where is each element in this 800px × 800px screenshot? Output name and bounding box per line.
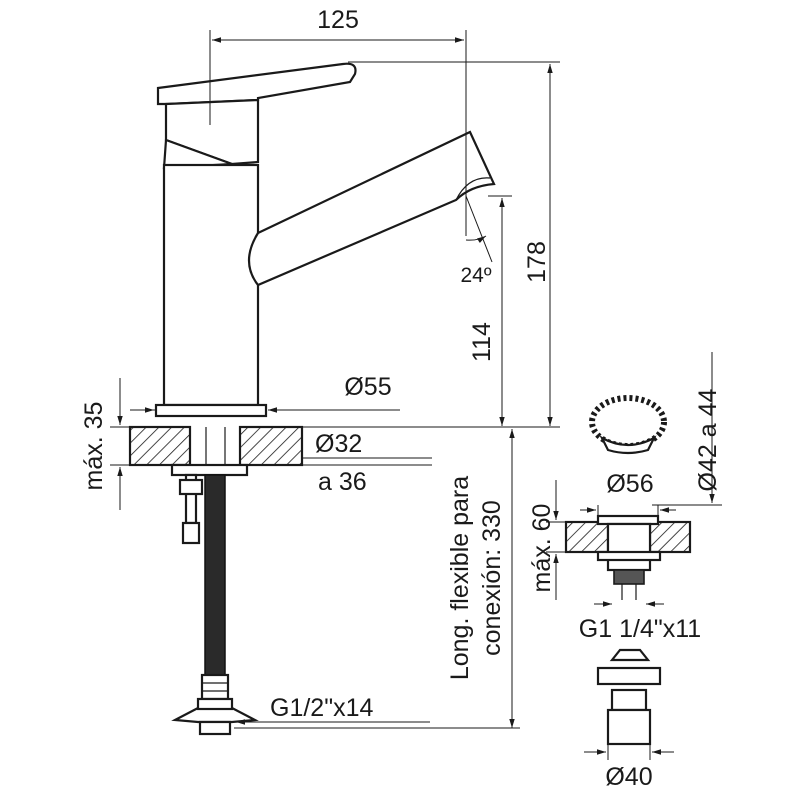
label-inlet-thread: G1/2"x14 — [270, 694, 373, 722]
countertop-hatch-waste-right — [648, 520, 692, 554]
waste-flange — [596, 514, 660, 526]
label-hose-length-line2: conexión: 330 — [478, 500, 506, 656]
label-waste-thread: G1 1/4"x11 — [579, 615, 701, 643]
label-height-178: 178 — [523, 241, 551, 283]
waste-tailpiece-top — [610, 688, 648, 712]
label-max-60: máx. 60 — [528, 504, 556, 593]
label-hose-length-line1: Long. flexible para — [446, 476, 474, 680]
spout-aerator — [455, 177, 491, 201]
label-base-diameter: Ø55 — [344, 373, 391, 401]
dimension-lines — [110, 30, 560, 729]
label-hole-diameter: Ø32 — [315, 430, 362, 458]
stud-bolt — [181, 521, 201, 545]
label-angle-24: 24º — [460, 264, 491, 287]
waste-dimensions — [546, 352, 722, 760]
waste-cap — [589, 395, 667, 449]
labels: 125 178 114 24º Ø55 máx. 35 Ø32 a 36 Lon… — [80, 6, 722, 791]
lever-handle — [156, 62, 357, 106]
waste-thread — [613, 569, 645, 585]
countertop-hatch-right — [238, 425, 304, 467]
countertop-hatch-waste-left — [564, 520, 610, 554]
hose-ferrule — [200, 673, 230, 701]
label-hole-diameter-range: a 36 — [318, 468, 367, 496]
mounting-nut — [170, 463, 249, 477]
hose-inlet-nut — [198, 720, 232, 736]
label-width-125: 125 — [317, 6, 359, 34]
stud-nut — [178, 478, 204, 496]
countertop-hatch-left — [128, 425, 192, 467]
base-ring — [154, 403, 268, 418]
waste-body — [606, 522, 652, 572]
hose-braid — [204, 474, 226, 676]
label-height-114: 114 — [468, 322, 496, 362]
waste-tailpiece — [606, 708, 652, 746]
countertop-section-left — [128, 425, 304, 545]
label-waste-range: Ø42 a 44 — [694, 388, 722, 491]
label-flange-diameter: Ø56 — [606, 470, 653, 498]
faucet-body — [154, 62, 496, 418]
waste-nut — [609, 648, 651, 662]
flexible-hose — [171, 474, 259, 736]
label-tail-diameter: Ø40 — [605, 763, 652, 791]
label-max-35: máx. 35 — [80, 402, 108, 491]
column — [162, 163, 260, 407]
spout — [247, 130, 496, 287]
waste-assembly — [564, 395, 692, 746]
